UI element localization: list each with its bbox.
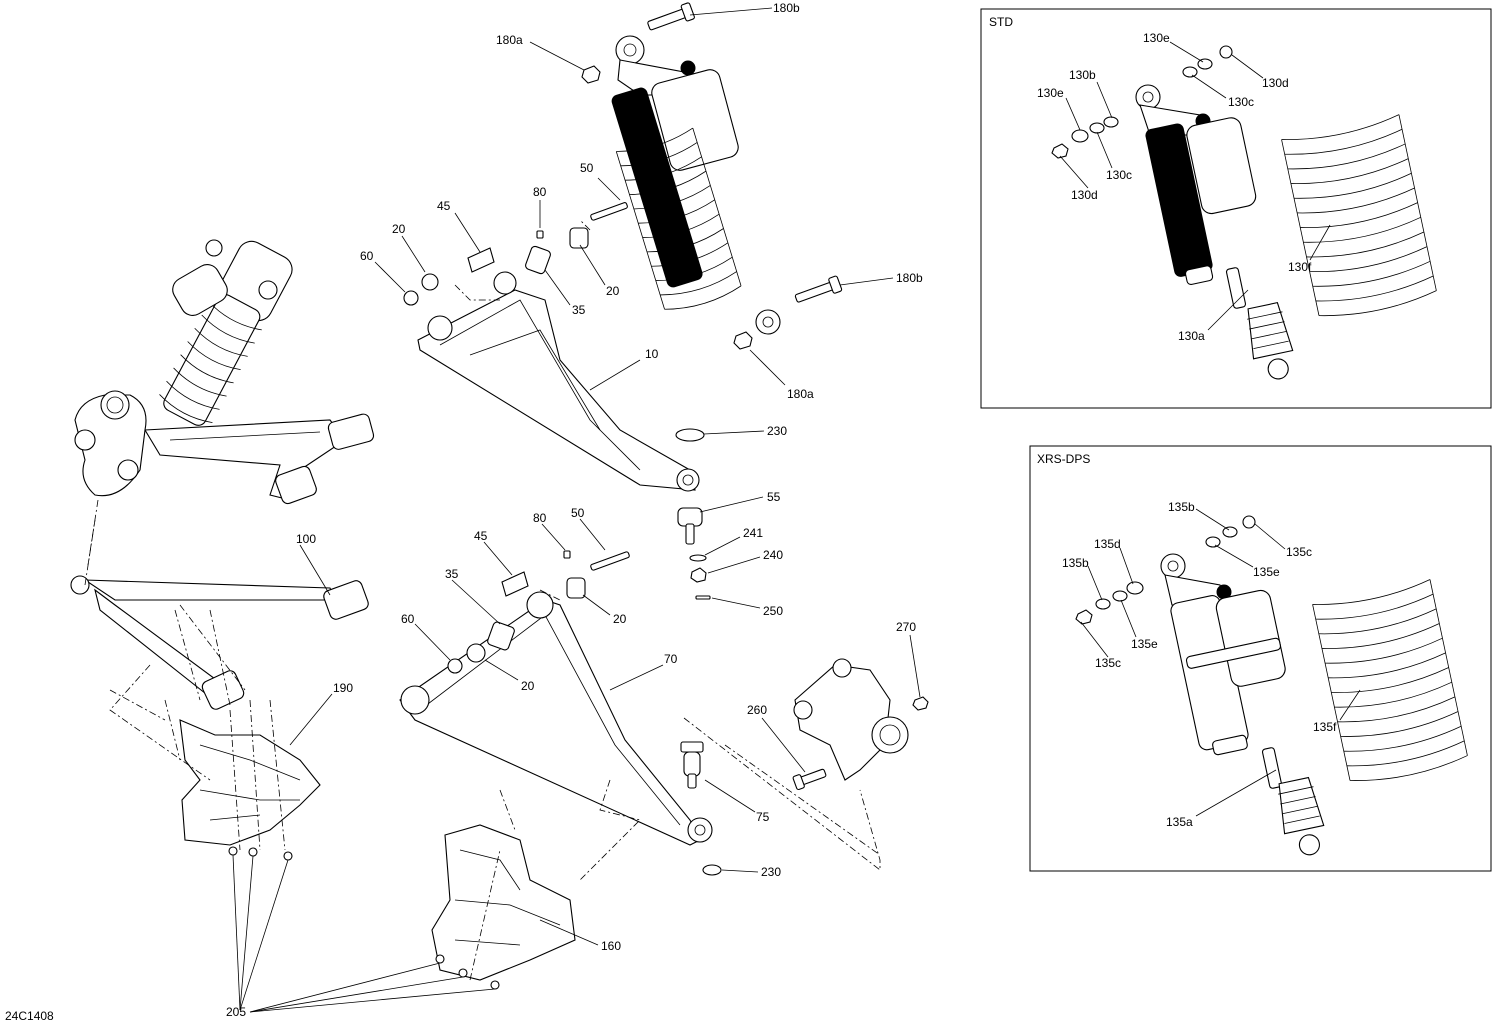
callout-std-130c-top: 130c (1228, 95, 1254, 109)
callout-80-upper: 80 (533, 185, 547, 199)
nut-180a-top (581, 65, 601, 84)
callout-240: 240 (763, 548, 783, 562)
callout-10: 10 (645, 347, 659, 361)
callout-75: 75 (756, 810, 770, 824)
assembly-lines (109, 219, 881, 981)
leader-lines (232, 7, 1361, 1013)
assembled-suspension-illustration (74, 239, 375, 566)
upper-a-arm (417, 271, 700, 492)
callout-230-upper: 230 (767, 424, 787, 438)
callout-std-130d-top: 130d (1262, 76, 1289, 90)
callout-xrs-135e-mid: 135e (1131, 637, 1158, 651)
callout-50-upper: 50 (580, 161, 594, 175)
callout-160: 160 (601, 939, 621, 953)
callout-190: 190 (333, 681, 353, 695)
lower-link-100 (70, 519, 369, 710)
callout-xrs-135f: 135f (1313, 720, 1337, 734)
lower-arm-hardware (447, 550, 722, 876)
callout-std-130d-left: 130d (1071, 188, 1098, 202)
drawing-code: 24C1408 (5, 1009, 54, 1023)
callout-80-lower: 80 (533, 511, 547, 525)
callout-xrs-135e-top: 135e (1253, 565, 1280, 579)
callout-xrs-135a: 135a (1166, 815, 1193, 829)
callout-xrs-135b-top: 135b (1168, 500, 1195, 514)
callout-labels: 180b 180a 80 50 45 20 60 20 35 180b 180a… (226, 1, 1337, 1019)
callout-180a-mid: 180a (787, 387, 814, 401)
callout-std-130c-mid: 130c (1106, 168, 1132, 182)
callout-20-upper-left: 20 (392, 222, 406, 236)
callout-20-upper-right: 20 (606, 284, 620, 298)
callout-250: 250 (763, 604, 783, 618)
std-shock-illustration (1051, 45, 1437, 380)
callout-70: 70 (664, 652, 678, 666)
callout-xrs-135b-left: 135b (1062, 556, 1089, 570)
callout-35-lower: 35 (445, 567, 459, 581)
callout-180a-top: 180a (496, 33, 523, 47)
callout-std-130e-left: 130e (1037, 86, 1064, 100)
upper-ball-joint (675, 428, 711, 600)
xrs-dps-variant-box (1029, 445, 1492, 872)
callout-20-lower-left: 20 (521, 679, 535, 693)
callout-xrs-135d: 135d (1094, 537, 1121, 551)
callout-35-upper: 35 (572, 303, 586, 317)
callout-60-upper: 60 (360, 249, 374, 263)
skid-plate-160 (431, 824, 576, 981)
callout-xrs-135c-left: 135c (1095, 656, 1121, 670)
lower-a-arm (399, 591, 713, 846)
callout-270: 270 (896, 620, 916, 634)
callout-60-lower: 60 (401, 612, 415, 626)
front-shock-absorber (611, 2, 781, 335)
callout-50-lower: 50 (571, 506, 585, 520)
callout-260: 260 (747, 703, 767, 717)
callout-std-130f: 130f (1288, 260, 1312, 274)
callout-xrs-135c-top: 135c (1286, 545, 1312, 559)
std-variant-title: STD (989, 15, 1013, 29)
std-variant-box (980, 8, 1492, 409)
steering-knuckle (792, 658, 929, 791)
callout-std-130e-top: 130e (1143, 31, 1170, 45)
callout-205: 205 (226, 1005, 246, 1019)
callout-45-lower: 45 (474, 529, 488, 543)
callout-std-130b: 130b (1069, 68, 1096, 82)
callout-20-lower-right: 20 (613, 612, 627, 626)
callout-230-lower: 230 (761, 865, 781, 879)
callout-std-130a: 130a (1178, 329, 1205, 343)
nut-180a-mid (733, 331, 753, 350)
callout-100: 100 (296, 532, 316, 546)
xrs-dps-variant-title: XRS-DPS (1037, 452, 1090, 466)
callout-55: 55 (767, 490, 781, 504)
callout-180b-mid: 180b (896, 271, 923, 285)
callout-180b-top: 180b (773, 1, 800, 15)
upper-arm-hardware (403, 202, 628, 306)
skid-plate-190 (179, 719, 321, 846)
bolt-180b-mid (794, 275, 843, 303)
callout-241: 241 (743, 526, 763, 540)
xrs-dps-shock-illustration (1075, 515, 1468, 856)
callout-45-upper: 45 (437, 199, 451, 213)
